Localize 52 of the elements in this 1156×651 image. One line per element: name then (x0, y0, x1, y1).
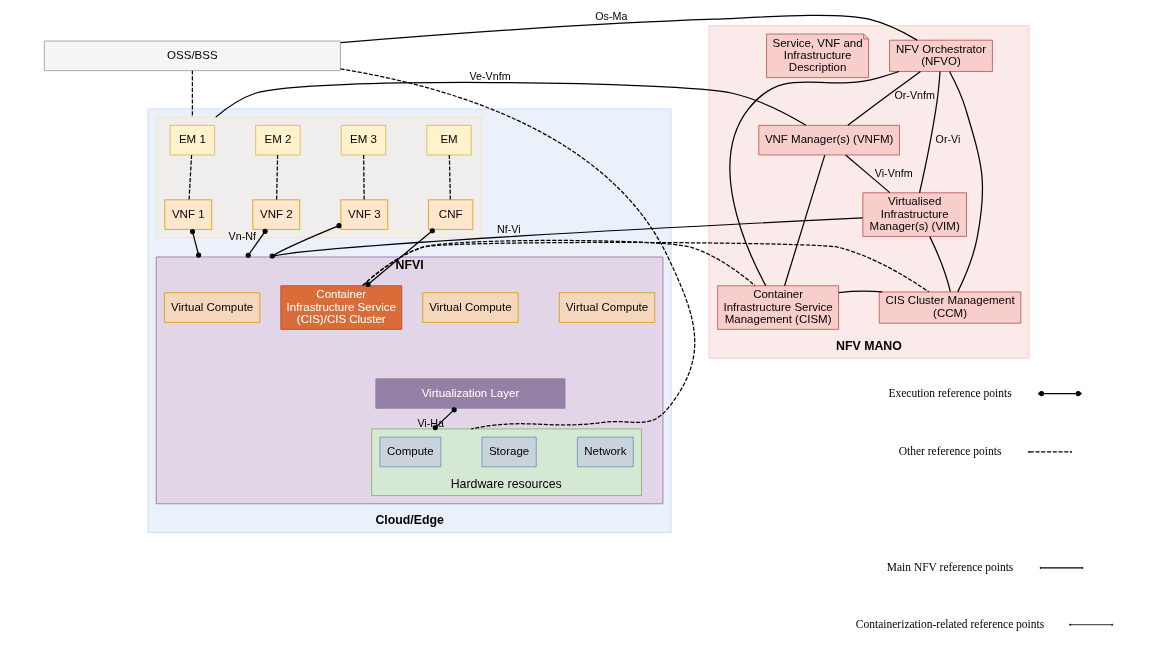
edge-label: Os-Ma (594, 10, 627, 23)
node-box: VNF 1 (163, 199, 212, 230)
node-box: EM 3 (340, 124, 386, 156)
node-box: NFV Orchestrator (NFVO) (888, 39, 993, 72)
node-box: Storage (481, 436, 537, 468)
connector (362, 154, 365, 201)
connector (918, 70, 941, 194)
edge-label: Ve-Vnfm (469, 69, 511, 82)
node-box: Virtual Compute (558, 292, 655, 323)
connector (214, 81, 807, 126)
node-box: VNF Manager(s) (VNFM) (757, 124, 900, 156)
node-box: Container Infrastructure Service Management (CISM) (716, 285, 839, 330)
edge-label: Or-Vnfm (893, 89, 935, 102)
connector (364, 228, 435, 288)
legend-label: Containerization-related reference points (855, 617, 1044, 630)
node-box: OSS/BSS (43, 40, 341, 72)
node-box: Container Infrastructure Service (CIS)/CIS Cluster (279, 285, 402, 330)
node-box: CIS Cluster Management (CCM) (878, 291, 1021, 324)
node-box: VNF 3 (339, 199, 388, 230)
node-box: Virtual Compute (163, 292, 260, 323)
edge-label: Vn-Nf (228, 230, 256, 243)
edge-label: Or-Vi (935, 132, 960, 145)
connector (275, 154, 278, 201)
node-box: CNF (427, 199, 473, 230)
node-box: Virtual Compute (421, 292, 519, 323)
edge-label: Vi-Vnfm (874, 166, 913, 179)
connector (846, 70, 921, 126)
connector (191, 70, 193, 118)
node-box: EM 1 (169, 124, 215, 156)
node-box: Compute (379, 436, 441, 468)
node-box: Virtualised Infrastructure Manager(s) (VIM) (861, 192, 967, 237)
connector (928, 236, 951, 293)
connector (783, 154, 825, 287)
node-box: Network (576, 436, 634, 468)
node-box: EM (425, 124, 472, 156)
node-box: VNF 2 (251, 199, 300, 230)
connector (245, 228, 268, 258)
connector (361, 241, 929, 293)
connector (187, 154, 192, 201)
cluster (155, 116, 482, 239)
node-box: EM 2 (254, 124, 301, 156)
node-box: Virtualization Layer (374, 378, 565, 409)
connector (339, 14, 918, 44)
connector (448, 154, 451, 201)
legend-label: Execution reference points (887, 386, 1012, 399)
connector (844, 154, 890, 194)
legend-label: Main NFV reference points (886, 560, 1013, 573)
legend-label: Other reference points (898, 444, 1001, 457)
edge-label: Nf-Vi (496, 223, 521, 235)
connector (189, 229, 201, 258)
connector (837, 290, 883, 294)
connector (948, 70, 983, 293)
